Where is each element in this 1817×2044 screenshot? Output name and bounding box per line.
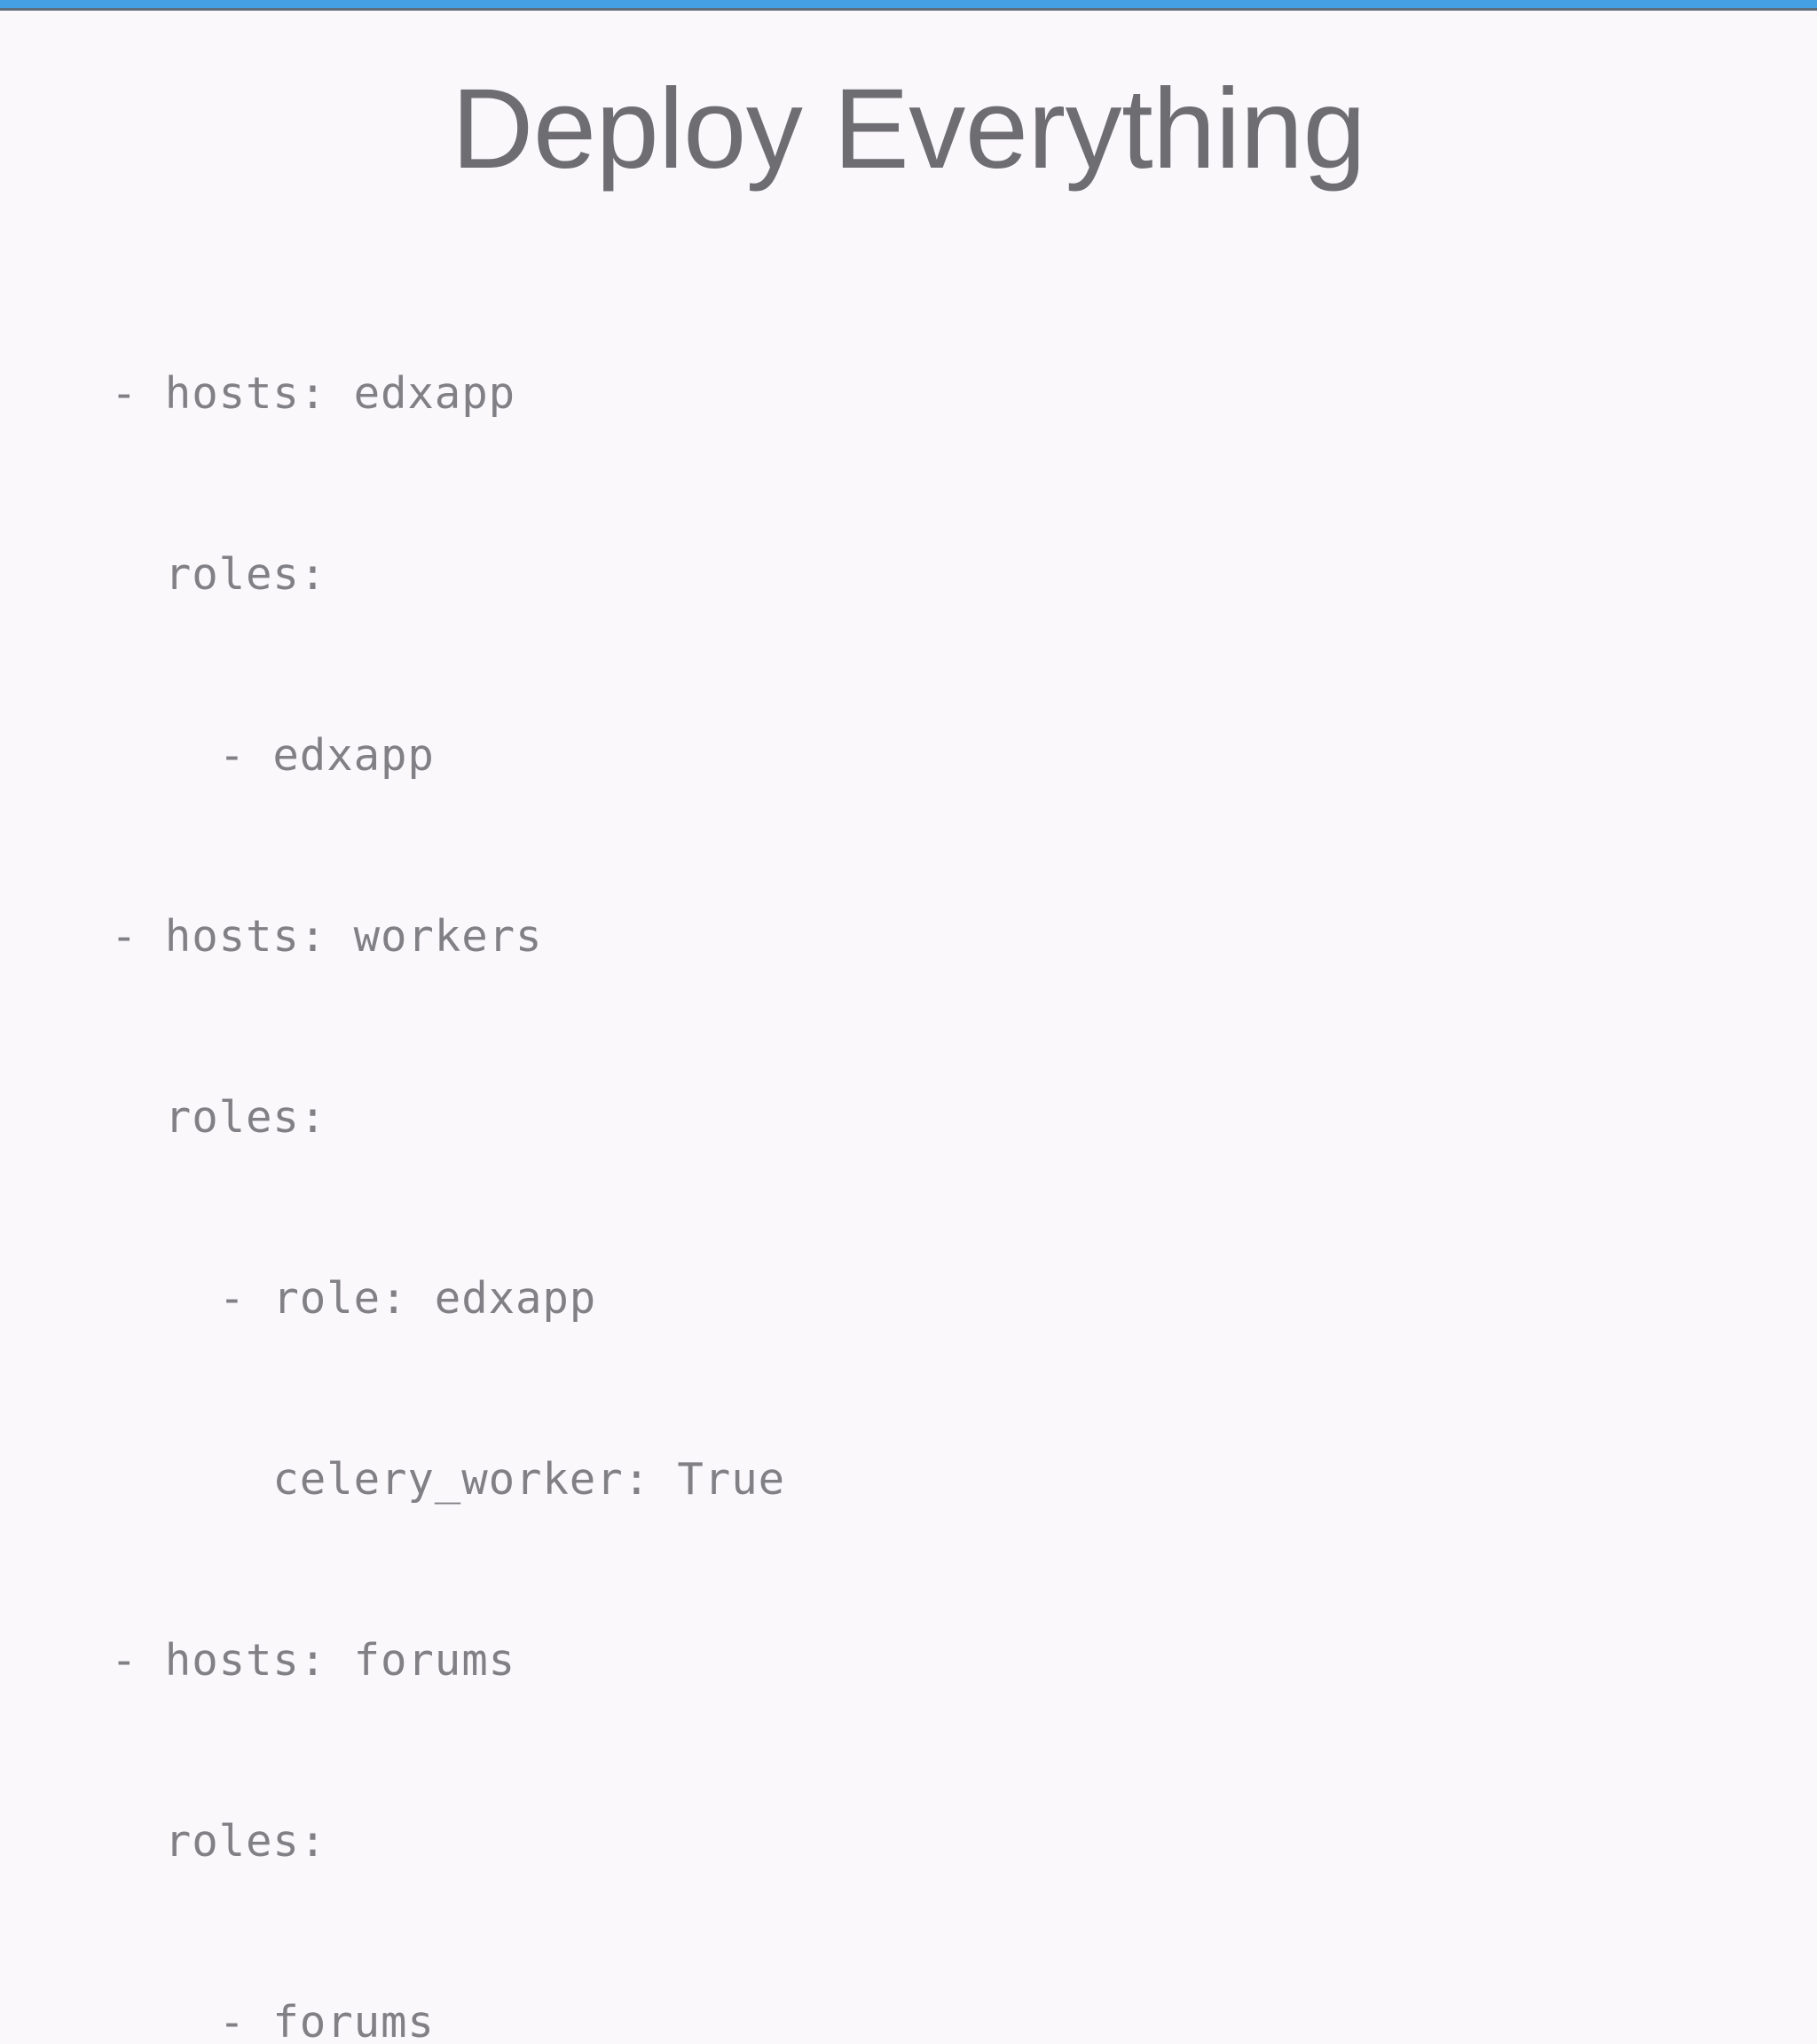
code-line: - hosts: edxapp [111,368,516,419]
top-accent-bar [0,0,1817,8]
code-line: - hosts: forums [111,1635,516,1686]
code-line: - edxapp [111,730,435,781]
code-line: roles: [111,1816,327,1867]
code-line: roles: [111,1092,327,1143]
top-accent-bar-rule [0,8,1817,11]
code-line: - hosts: workers [111,911,543,962]
code-line: roles: [111,549,327,600]
code-line: celery_worker: True [111,1454,786,1505]
code-line: - forums [111,1997,435,2044]
yaml-code-block: - hosts: edxapp roles: - edxapp - hosts:… [111,243,785,2044]
slide-canvas: Deploy Everything - hosts: edxapp roles:… [0,11,1817,2044]
page-title: Deploy Everything [451,66,1366,193]
code-line: - role: edxapp [111,1273,597,1324]
